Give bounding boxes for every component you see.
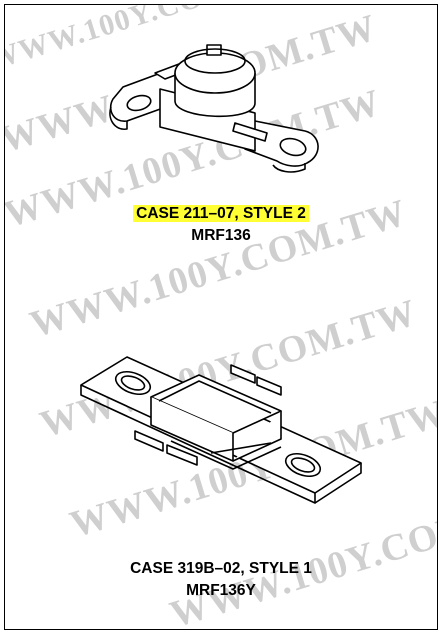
case-211-package-drawing	[109, 44, 319, 173]
figure-frame: WWW.100Y.COM.TW WWW.100Y.COM.TW WWW.100Y…	[4, 4, 438, 630]
part-number-1: MRF136	[191, 227, 251, 244]
part-number-2: MRF136Y	[186, 582, 256, 599]
case-label-2: CASE 319B–02, STYLE 1	[130, 560, 312, 577]
case-label-1: CASE 211–07, STYLE 2	[5, 205, 437, 223]
case-label-1-text: CASE 211–07, STYLE 2	[133, 205, 309, 222]
case-319b-package-drawing	[80, 356, 362, 504]
